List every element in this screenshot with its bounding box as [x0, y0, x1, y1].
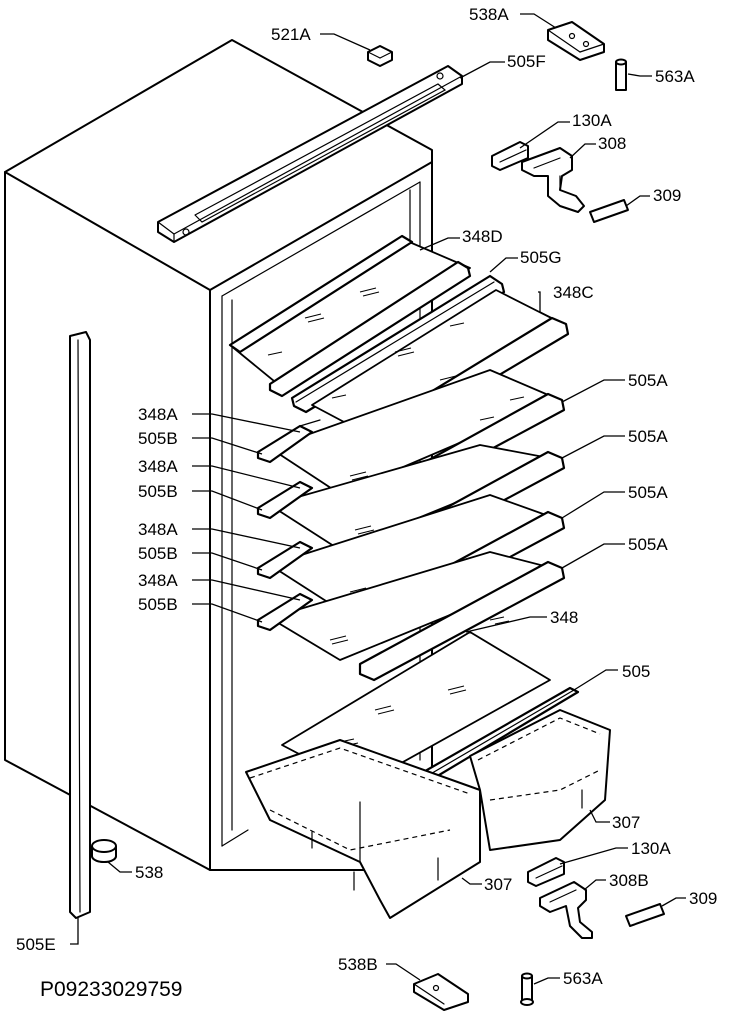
label-521a: 521A — [271, 25, 311, 44]
label-348c: 348C — [553, 283, 594, 302]
label-307-left: 307 — [484, 875, 513, 894]
label-538: 538 — [135, 863, 164, 882]
label-538b: 538B — [338, 955, 378, 974]
label-505b-1: 505B — [138, 429, 178, 448]
bracket-130a-bottom — [527, 857, 565, 887]
label-348d: 348D — [462, 227, 503, 246]
hinge-538a — [547, 21, 605, 61]
hinge-308b — [539, 881, 593, 939]
cap-521a — [367, 45, 393, 67]
label-563a-top: 563A — [655, 67, 695, 86]
hinge-308 — [521, 147, 585, 213]
hinge-cap-538 — [91, 839, 117, 863]
label-307-right: 307 — [612, 813, 641, 832]
pin-563a-top — [615, 58, 627, 91]
label-505a-3: 505A — [628, 483, 668, 502]
cover-309-top — [589, 199, 629, 223]
door-seal-505e — [69, 331, 91, 919]
label-308b: 308B — [609, 871, 649, 890]
bracket-130a-top — [491, 141, 529, 171]
label-505a-2: 505A — [628, 427, 668, 446]
shelf-348a-4 — [256, 551, 566, 682]
label-505a-1: 505A — [628, 371, 668, 390]
pin-563a-bottom — [520, 972, 534, 1006]
label-348a-1: 348A — [138, 405, 178, 424]
label-505b-2: 505B — [138, 482, 178, 501]
crisper-drawer-307-left — [245, 739, 481, 919]
label-505e: 505E — [16, 935, 56, 954]
label-348a-4: 348A — [138, 571, 178, 590]
label-130a-top: 130A — [572, 111, 612, 130]
crisper-drawer-307-right — [469, 709, 611, 851]
label-348a-3: 348A — [138, 520, 178, 539]
drawing-code: P09233029759 — [40, 978, 183, 1001]
shelf-trim-505g — [290, 274, 506, 414]
label-348: 348 — [550, 608, 579, 627]
label-309-top: 309 — [653, 186, 682, 205]
label-505: 505 — [622, 662, 651, 681]
label-505b-3: 505B — [138, 544, 178, 563]
label-505g: 505G — [520, 248, 562, 267]
label-348a-2: 348A — [138, 457, 178, 476]
shelf-348d — [228, 234, 472, 398]
leader-lines — [70, 13, 686, 985]
label-563a-bottom: 563A — [563, 969, 603, 988]
label-505a-4: 505A — [628, 535, 668, 554]
label-308: 308 — [598, 134, 627, 153]
label-309-bottom: 309 — [689, 889, 718, 908]
top-cover-505f — [157, 65, 463, 243]
hinge-538b — [413, 973, 469, 1011]
label-538a-top: 538A — [469, 5, 509, 24]
cover-309-bottom — [625, 903, 665, 927]
label-130a-bottom: 130A — [631, 839, 671, 858]
label-505f: 505F — [507, 52, 546, 71]
label-505b-4: 505B — [138, 595, 178, 614]
